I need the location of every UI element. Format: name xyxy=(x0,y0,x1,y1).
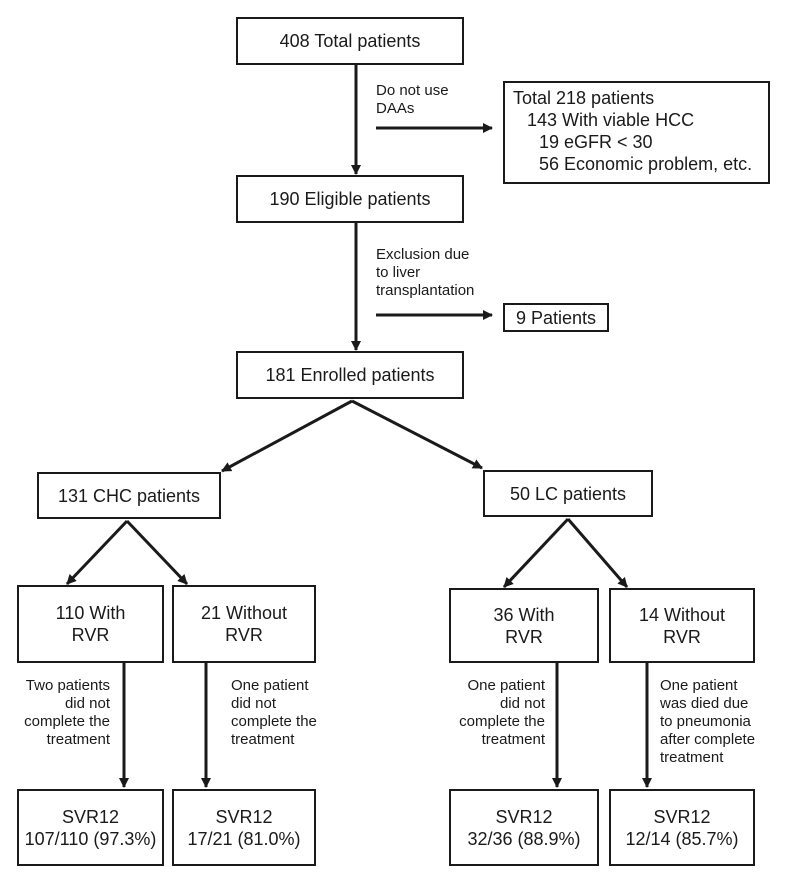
svr-chc-with-value: 107/110 (97.3%) xyxy=(24,828,157,849)
total-patients-label: 408 Total patients xyxy=(279,31,421,51)
svr-lc-without-box: SVR12 12/14 (85.7%) xyxy=(609,789,755,866)
exclusion-note-transplant: Exclusion due to liver transplantation xyxy=(376,246,475,299)
excluded-patients-box: Total 218 patients 143 With viable HCC 1… xyxy=(503,81,770,184)
lc-without-rvr-line2: RVR xyxy=(663,626,701,647)
arrow-lc-to-without-rvr xyxy=(566,518,629,588)
total-patients-box: 408 Total patients xyxy=(236,17,464,65)
svr-chc-without-value: 17/21 (81.0%) xyxy=(187,828,301,849)
note-lc-without-rvr: One patient was died due to pneumonia af… xyxy=(660,677,756,766)
svr-lc-without-title: SVR12 xyxy=(653,806,711,827)
lc-without-rvr-box: 14 Without RVR xyxy=(609,588,755,663)
lc-with-rvr-line1: 36 With xyxy=(493,604,555,625)
excluded-egfr-label: 19 eGFR < 30 xyxy=(539,132,653,152)
chc-with-rvr-box: 110 With RVR xyxy=(17,585,164,663)
note-lc-with-rvr: One patient did not complete the treatme… xyxy=(459,677,545,748)
enrolled-patients-box: 181 Enrolled patients xyxy=(236,351,464,399)
chc-without-rvr-box: 21 Without RVR xyxy=(172,585,316,663)
chc-without-rvr-line1: 21 Without xyxy=(200,603,288,623)
arrow-lc-to-with-rvr xyxy=(502,517,570,589)
excluded-hcc-label: 143 With viable HCC xyxy=(527,110,695,130)
arrow-enrolled-to-lc xyxy=(351,399,483,470)
lc-without-rvr-line1: 14 Without xyxy=(638,604,726,625)
arrow-chc-to-without-rvr xyxy=(125,519,189,586)
svr-lc-with-value: 32/36 (88.9%) xyxy=(467,828,581,849)
lc-with-rvr-line2: RVR xyxy=(505,626,543,647)
exclusion-note-daas: Do not use DAAs xyxy=(376,82,449,117)
lc-patients-label: 50 LC patients xyxy=(509,483,627,504)
excluded-economic-label: 56 Economic problem, etc. xyxy=(539,154,753,174)
arrow-chc-to-with-rvr xyxy=(65,519,129,586)
svr-chc-with-box: SVR12 107/110 (97.3%) xyxy=(17,789,164,866)
chc-with-rvr-line1: 110 With xyxy=(55,603,126,623)
lc-with-rvr-box: 36 With RVR xyxy=(449,588,599,663)
excluded-total-label: Total 218 patients xyxy=(513,88,655,108)
chc-without-rvr-line2: RVR xyxy=(225,625,263,645)
eligible-patients-label: 190 Eligible patients xyxy=(269,189,431,209)
transplant-patients-box: 9 Patients xyxy=(503,303,609,332)
svr-chc-with-title: SVR12 xyxy=(61,806,120,827)
note-chc-without-rvr: One patient did not complete the treatme… xyxy=(231,677,317,748)
svr-lc-with-title: SVR12 xyxy=(495,806,553,827)
note-chc-with-rvr: Two patients did not complete the treatm… xyxy=(24,677,110,748)
chc-patients-box: 131 CHC patients xyxy=(37,472,221,519)
svr-lc-with-box: SVR12 32/36 (88.9%) xyxy=(449,789,599,866)
transplant-patients-label: 9 Patients xyxy=(515,307,597,328)
eligible-patients-box: 190 Eligible patients xyxy=(236,175,464,223)
chc-patients-label: 131 CHC patients xyxy=(57,485,201,506)
lc-patients-box: 50 LC patients xyxy=(483,470,653,517)
arrow-enrolled-to-chc xyxy=(221,399,353,473)
enrolled-patients-label: 181 Enrolled patients xyxy=(265,365,435,385)
svr-chc-without-title: SVR12 xyxy=(215,806,273,827)
svr-chc-without-box: SVR12 17/21 (81.0%) xyxy=(172,789,316,866)
svr-lc-without-value: 12/14 (85.7%) xyxy=(625,828,739,849)
chc-with-rvr-line2: RVR xyxy=(71,625,110,645)
